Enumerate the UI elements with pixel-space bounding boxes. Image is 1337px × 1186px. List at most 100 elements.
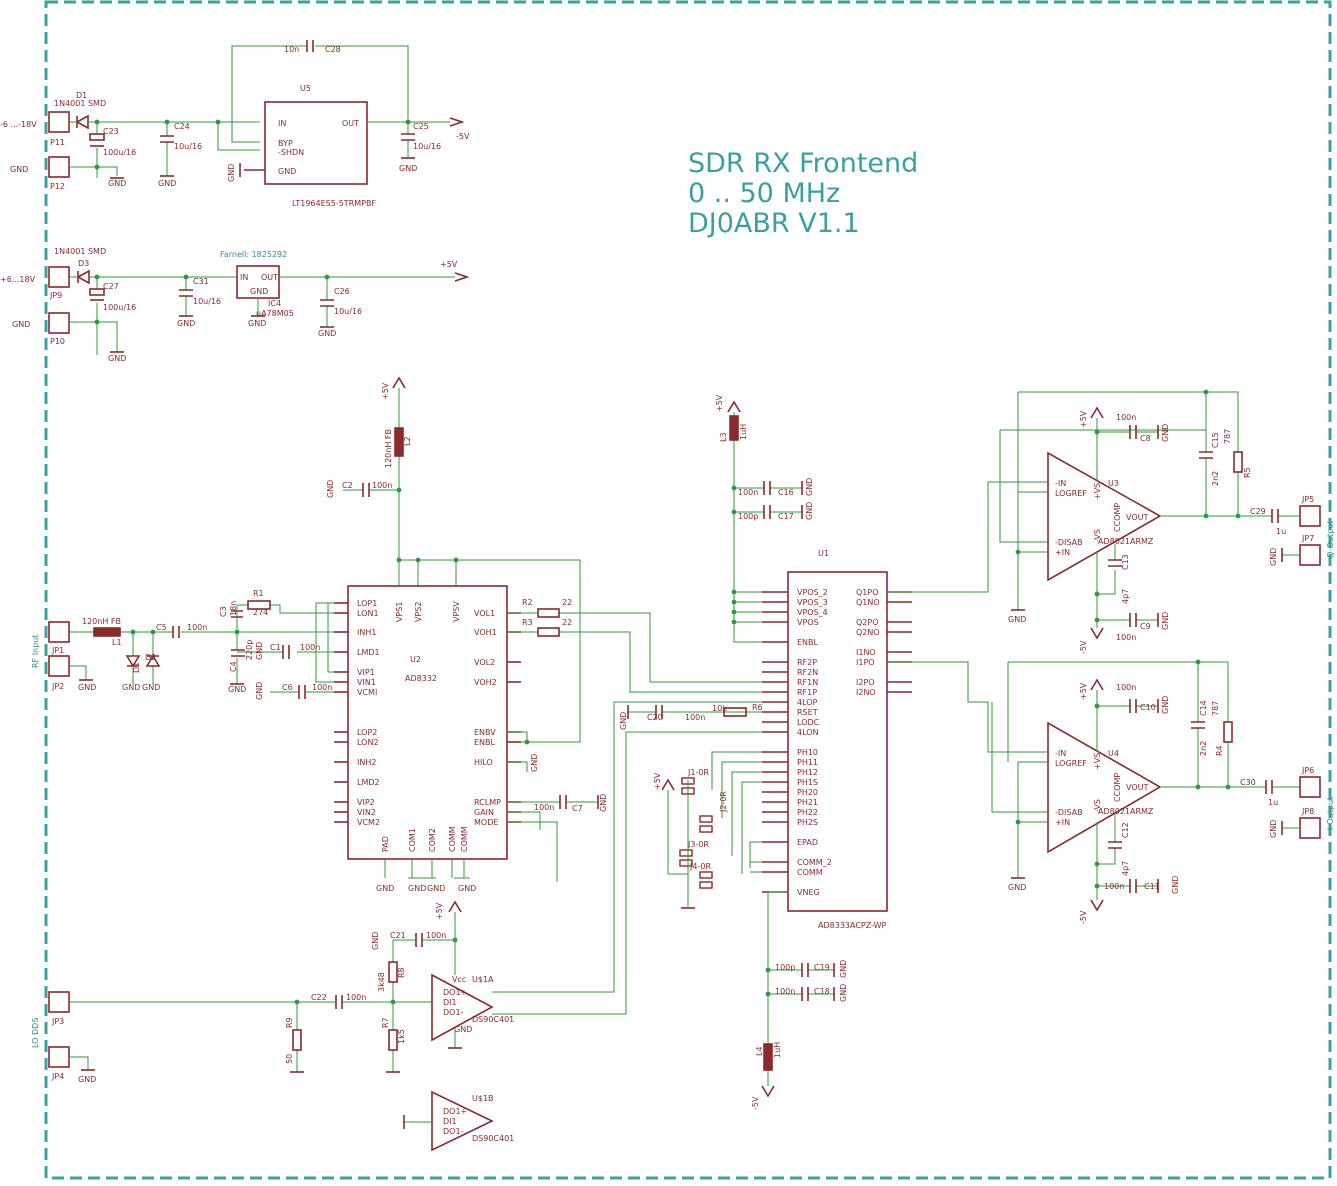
jumper-pad[interactable] [699,825,713,833]
val-r8: 3k48 [377,972,386,992]
connector-p12[interactable] [48,156,70,178]
u5-pin-in: IN [278,119,286,128]
gnd-u5: GND [227,164,236,182]
gnd-label-jp10: GND [12,320,30,329]
title-line-3: DJ0ABR V1.1 [688,208,860,239]
gnd-c24: GND [158,179,176,188]
u2-left-pin-13: VCM2 [357,818,380,827]
label-jp5: JP5 [1301,495,1314,504]
label-p12: P12 [50,182,65,191]
u2-right-pin-4: ENBV [474,728,496,737]
u1-left-pin-22: COMM_2 [797,858,832,867]
cap-c21 [415,933,423,947]
u5-pin-gnd: GND [278,167,296,176]
val-c18: 100n [775,987,795,996]
label-r7: R7 [381,1017,390,1028]
val-c22: 100n [346,993,366,1002]
connector-jp8[interactable] [1299,817,1321,839]
u2-left-pin-3: LMD1 [357,648,380,657]
u2-left-pin-6: VCMI [357,688,377,697]
label-c9: C9 [1140,622,1151,631]
connector-jp1[interactable] [48,621,70,643]
val-c12: 4p7 [1121,861,1130,876]
label-jp10: P10 [50,337,65,346]
connector-jp5[interactable] [1299,505,1321,527]
cap-c1 [282,645,290,659]
inductor-l2 [394,427,404,457]
val-c27: 100u/16 [103,303,136,312]
opamp-u4: U4 AD8021ARMZ -IN LOGREF -DISAB +IN +VS … [887,659,1335,924]
val-c20: 100n [685,713,705,722]
val-c25: 10u/16 [413,142,441,151]
connector-jp4[interactable] [48,1046,70,1068]
label-p11: P11 [50,138,65,147]
cap-c27 [89,288,105,296]
connector-jp6[interactable] [1299,776,1321,798]
jumper-pad[interactable] [699,881,713,889]
label-d1-type: 1N4001 SMD [54,99,106,108]
diode-d3 [76,269,90,285]
u1-left-pin-9: 4LOP [797,698,818,707]
label-c26: C26 [334,287,350,296]
connector-jp2[interactable] [48,655,70,677]
label-r4: R4 [1215,745,1224,756]
gnd-c27: GND [108,354,126,363]
label-l4: L4 [755,1046,764,1056]
val-c17: 100p [738,512,758,521]
connector-jp9[interactable] [48,266,70,288]
val-c11: 100n [1104,882,1124,891]
connector-jp3[interactable] [48,991,70,1013]
jumper-label-0: J1-0R [687,768,709,777]
farnell-label: Farnell: 1825292 [220,250,287,259]
u4-vpos: +VS [1093,753,1102,770]
jumper-pad[interactable] [679,859,693,867]
diode-d1 [75,114,89,130]
resistor-r1 [247,600,271,610]
connector-jp7[interactable] [1299,544,1321,566]
label-c7: C7 [572,804,583,813]
gnd-c1: GND [255,642,264,660]
cap-c14 [1191,721,1205,729]
type-u1: AD8333ACPZ-WP [818,921,887,930]
u2-right-pin-1: VOH1 [474,628,497,637]
u2-left-pin-1: LON1 [357,609,379,618]
positive-supply: +6...18V JP9 GND P10 1N4001 SMD D3 C27 1… [0,247,470,363]
connector-p11[interactable] [48,111,70,133]
cap-c16 [763,481,771,495]
u1a-pin-do-p: DO1+ [443,988,467,997]
u1-left-pin-6: RF2N [797,668,818,677]
u3-disab: -DISAB [1055,538,1083,547]
u4-nin: -IN [1055,749,1066,758]
u1b-pin-do-p: DO1+ [443,1107,467,1116]
label-jp8: JP8 [1301,807,1314,816]
u4-logref: LOGREF [1055,759,1087,768]
ic-u1: U1 AD8333ACPZ-WP VPOS_2VPOS_3VPOS_4VPOSE… [492,394,912,1110]
val-c28: 10n [284,45,299,54]
gnd-c9: GND [1161,612,1170,630]
u1a-pin-di: DI1 [443,998,457,1007]
gnd-u2-b2: GND [408,884,426,893]
jumper-pad[interactable] [699,871,713,879]
cap-c11 [1129,879,1137,893]
inductor-l3 [729,415,739,441]
jumper-pad[interactable] [679,849,693,857]
cap-c2 [362,483,370,497]
u1-left-pin-21: EPAD [797,838,818,847]
line-driver-u1a [431,973,494,1042]
u4-vneg: -VS [1093,799,1102,812]
connector-jp10[interactable] [48,312,70,334]
lo-dds-label: LO DDS [31,1018,40,1048]
gnd-jp4: GND [78,1075,96,1084]
val-c31: 10u/16 [193,297,221,306]
label-d1-top: D1 [76,91,87,100]
u1-left-pin-24: VNEG [797,888,820,897]
u2-left-pin-12: VIN2 [357,808,376,817]
u2-left-pins: LOP1LON1INH1LMD1VIP1VIN1VCMILOP2LON2INH2… [334,599,380,827]
label-u1: U1 [818,549,829,558]
jumper-pad[interactable] [699,815,713,823]
u1-right-pin-3: Q2NO [856,628,880,637]
label-ic4: IC4 [268,299,281,308]
label-c27: C27 [103,282,119,291]
